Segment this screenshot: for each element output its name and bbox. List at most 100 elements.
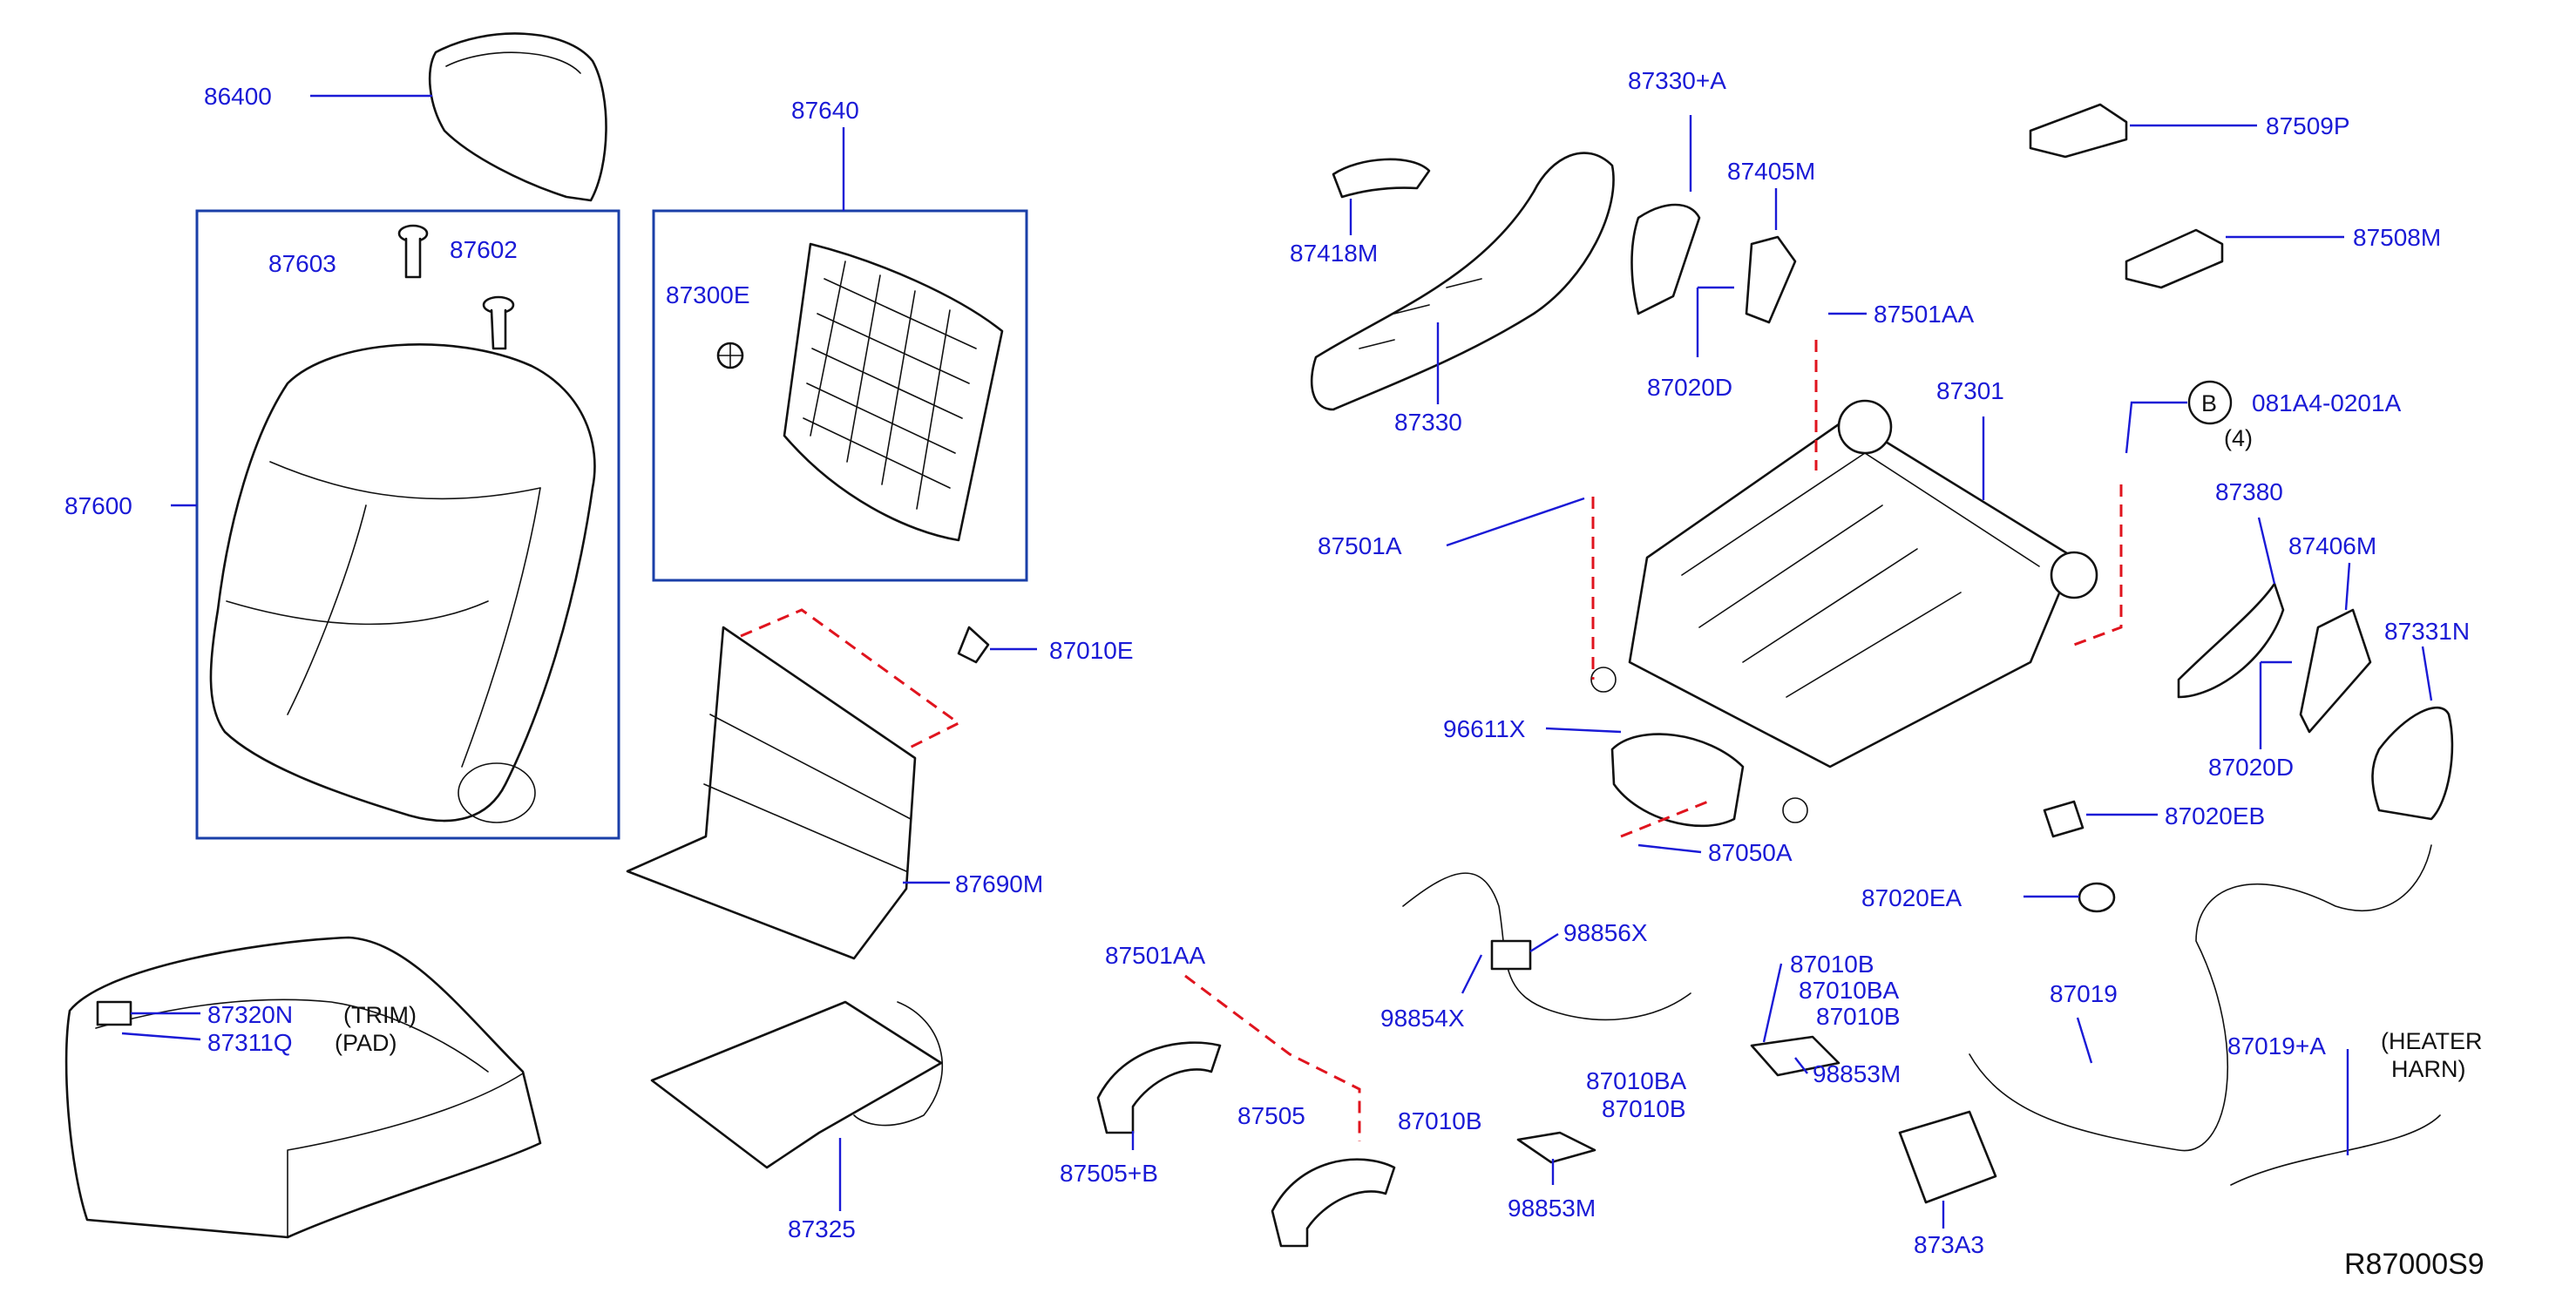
note-heater-2: HARN) — [2391, 1056, 2466, 1082]
note-heater-1: (HEATER — [2381, 1028, 2483, 1054]
label-87640: 87640 — [791, 97, 859, 124]
side-cover-87505-b — [1096, 1041, 1222, 1134]
back-pad-part — [626, 626, 990, 960]
back-board-part — [716, 242, 1004, 542]
heater-harness-87019 — [1969, 844, 2432, 1152]
label-87418m: 87418M — [1290, 240, 1378, 267]
diagram-code: R87000S9 — [2344, 1248, 2484, 1281]
dash-87050a — [1620, 800, 1709, 838]
label-87010ba-a: 87010BA — [1799, 977, 1900, 1004]
side-cover-87505 — [1271, 1158, 1396, 1248]
callout-part: 081A4-0201A — [2252, 389, 2402, 416]
trim-strip-87508m — [2125, 228, 2224, 289]
label-87010ba-b: 87010BA — [1586, 1067, 1687, 1094]
label-98854x: 98854X — [1380, 1005, 1465, 1032]
seat-sensor-part — [1610, 733, 1745, 828]
seat-switch-knob — [1332, 158, 1431, 199]
label-87020d-a: 87020D — [1647, 374, 1732, 401]
callout-circle — [2187, 380, 2233, 425]
clip-87020ea — [2078, 882, 2116, 913]
leader-87406m — [2344, 562, 2351, 611]
label-87406m: 87406M — [2288, 532, 2376, 559]
label-87330a: 87330+A — [1628, 67, 1726, 94]
note-trim: (TRIM) — [343, 1002, 417, 1028]
label-87325: 87325 — [788, 1215, 856, 1242]
leader-98853m-b — [1794, 1057, 1808, 1074]
seat-harness-98854x — [1402, 872, 1691, 1021]
label-87501a: 87501A — [1318, 532, 1402, 559]
label-87311q: 87311Q — [207, 1029, 293, 1056]
label-87330: 87330 — [1394, 409, 1462, 436]
cover-87406m — [2299, 608, 2372, 734]
label-87690m: 87690M — [955, 870, 1043, 897]
headrest-guide-87603 — [397, 224, 429, 279]
leader-87019 — [2076, 1017, 2093, 1064]
leader-98856x — [1529, 932, 1559, 953]
bracket-98853m-left — [1516, 1131, 1596, 1164]
leader-87501a — [1446, 497, 1585, 547]
label-87300e: 87300E — [666, 281, 750, 308]
label-87050a: 87050A — [1708, 839, 1793, 866]
dash-87501aa-cover — [1184, 974, 1361, 1141]
inner-finisher-part — [1630, 203, 1797, 324]
label-87603: 87603 — [268, 250, 336, 277]
label-87010e: 87010E — [1049, 637, 1134, 664]
label-98853m-a: 98853M — [1508, 1195, 1596, 1222]
label-87331n: 87331N — [2384, 618, 2470, 645]
headrest-part — [428, 32, 607, 202]
trim-strip-87509p — [2029, 103, 2128, 159]
label-87405m: 87405M — [1727, 158, 1815, 185]
leader-87050a — [1637, 843, 1702, 854]
label-873a3: 873A3 — [1914, 1231, 1984, 1258]
label-87602: 87602 — [450, 236, 518, 263]
label-87010b-d: 87010B — [1602, 1095, 1686, 1122]
label-87020d-b: 87020D — [2208, 754, 2294, 781]
clip-87020eb — [2043, 800, 2085, 838]
seat-pan-part — [650, 1000, 944, 1169]
label-87501aa-b: 87501AA — [1874, 301, 1975, 328]
label-98853m-b: 98853M — [1813, 1060, 1901, 1087]
leader-87380 — [2257, 517, 2276, 585]
callout-qty: (4) — [2224, 425, 2253, 451]
label-87019: 87019 — [2050, 980, 2118, 1007]
outer-finisher-part — [1310, 152, 1615, 411]
label-87010b-b: 87010B — [1816, 1003, 1901, 1030]
leader-87010b-a — [1762, 963, 1783, 1043]
cover-87380 — [2177, 582, 2285, 699]
label-86400: 86400 — [204, 83, 272, 110]
callout-letter: B — [2201, 390, 2217, 416]
back-board-box — [652, 209, 1028, 582]
label-87020eb: 87020EB — [2165, 802, 2265, 829]
label-87010b-a: 87010B — [1790, 951, 1874, 978]
label-87301: 87301 — [1936, 377, 2004, 404]
label-87600: 87600 — [64, 492, 132, 519]
label-87505: 87505 — [1237, 1102, 1305, 1129]
note-pad: (PAD) — [335, 1030, 397, 1056]
heater-harness-87019a — [2230, 1114, 2441, 1186]
label-87501aa-a: 87501AA — [1105, 942, 1206, 969]
leader-96611x — [1545, 727, 1622, 734]
label-87320n: 87320N — [207, 1001, 293, 1028]
leader-98854x — [1461, 954, 1483, 994]
seat-back-trim-part — [209, 343, 596, 823]
dash-87690m — [740, 608, 961, 751]
label-87508m: 87508M — [2353, 224, 2441, 251]
leader-87331n — [2421, 646, 2433, 701]
seat-back-assembly-box — [195, 209, 620, 840]
dash-081a4-frame — [2073, 484, 2123, 646]
leader-081a4 — [2125, 401, 2187, 454]
label-87010b-c: 87010B — [1398, 1107, 1482, 1134]
leader-87020d-a — [1696, 286, 1734, 357]
seat-cushion-part — [64, 936, 542, 1239]
bracket-98853m-right — [1750, 1035, 1840, 1077]
headrest-guide-87602 — [482, 295, 515, 350]
seat-frame-part — [1590, 399, 2098, 823]
label-98856x: 98856X — [1563, 919, 1648, 946]
leader-87311q — [121, 1032, 201, 1041]
bracket-873a3 — [1898, 1110, 1997, 1204]
label-87505b: 87505+B — [1060, 1160, 1158, 1187]
leader-87020d-b — [2259, 660, 2292, 749]
label-87019a: 87019+A — [2227, 1032, 2326, 1059]
label-87380: 87380 — [2215, 478, 2283, 505]
